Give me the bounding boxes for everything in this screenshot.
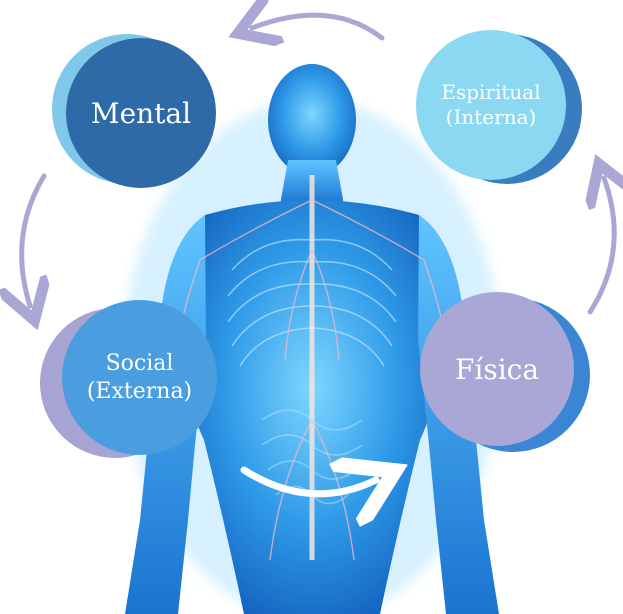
node-fisica: Física bbox=[420, 292, 574, 446]
node-social-label: Social (Externa) bbox=[87, 350, 192, 405]
node-fisica-label: Física bbox=[455, 352, 539, 387]
node-espiritual-label: Espiritual (Interna) bbox=[441, 80, 540, 130]
cycle-arrow-top bbox=[252, 15, 382, 38]
node-mental-group: Mental bbox=[52, 34, 216, 190]
node-espiritual: Espiritual (Interna) bbox=[416, 30, 566, 180]
cycle-arrow-left bbox=[22, 176, 44, 306]
node-mental: Mental bbox=[66, 38, 216, 188]
node-espiritual-group: Espiritual (Interna) bbox=[414, 30, 584, 186]
node-fisica-group: Física bbox=[418, 292, 590, 454]
cycle-arrow-right bbox=[590, 178, 614, 312]
node-social: Social (Externa) bbox=[62, 300, 217, 455]
node-social-group: Social (Externa) bbox=[40, 300, 220, 460]
node-mental-label: Mental bbox=[91, 96, 191, 131]
